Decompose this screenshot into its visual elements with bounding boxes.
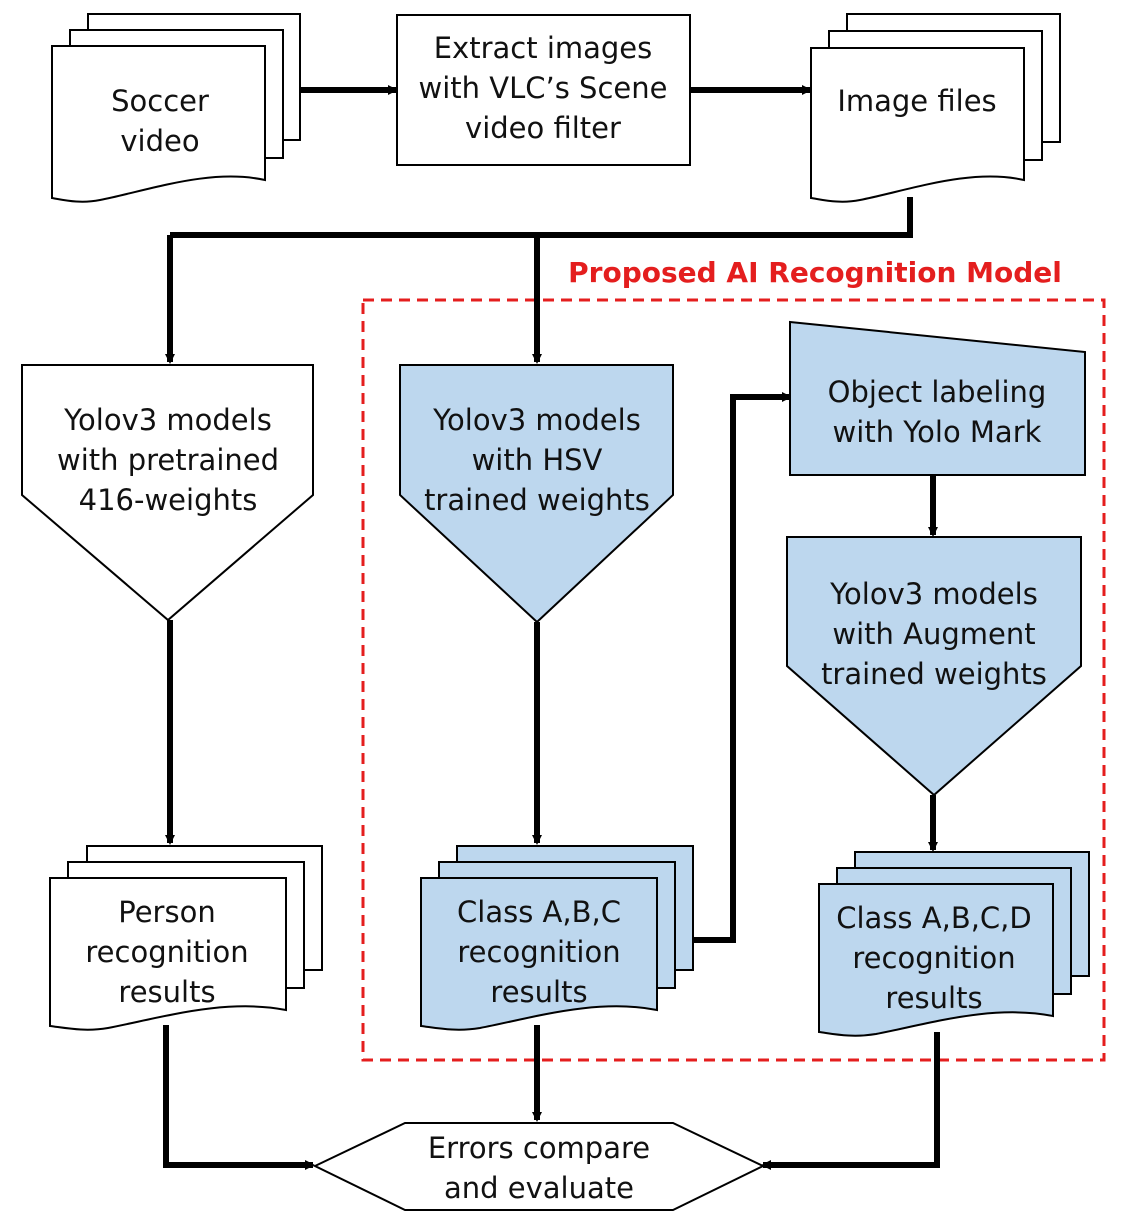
manual-input-shape (789, 320, 1086, 476)
proposed-model-region (361, 298, 1106, 1062)
arrow-classabcd-to-errors (761, 1032, 940, 1170)
class-abcd-results-node: Class A,B,C,D recognition results (818, 851, 1090, 1037)
yolo-hsv-line-1: Yolov3 models (432, 403, 641, 437)
class-abcd-results-line-2: recognition (852, 941, 1015, 975)
hexagon-shape (312, 1122, 766, 1211)
image-files-node: Image files (810, 13, 1061, 203)
connectors (163, 85, 940, 1170)
yolo-pretrained-node: Yolov3 models with pretrained 416-weight… (21, 364, 314, 622)
pentagon-shape (399, 364, 674, 624)
errors-compare-node: Errors compare and evaluate (312, 1122, 766, 1211)
class-abcd-results-line-3: results (885, 981, 982, 1015)
doc-layer-front (420, 877, 658, 1031)
errors-compare-line-1: Errors compare (428, 1131, 650, 1165)
yolo-pretrained-line-1: Yolov3 models (63, 403, 272, 437)
pentagon-shape (21, 364, 314, 622)
person-results-line-2: recognition (85, 935, 248, 969)
soccer-video-node: Soccer video (51, 13, 301, 203)
yolo-pretrained-line-2: with pretrained (57, 443, 279, 477)
class-abc-results-line-2: recognition (457, 935, 620, 969)
proposed-model-title: Proposed AI Recognition Model (568, 256, 1062, 289)
image-files-line-1: Image files (837, 84, 996, 118)
extract-images-node: Extract images with VLC’s Scene video fi… (396, 14, 691, 166)
yolo-hsv-node: Yolov3 models with HSV trained weights (399, 364, 674, 624)
extract-images-line-3: video filter (465, 111, 621, 145)
soccer-video-line-1: Soccer (111, 84, 209, 118)
doc-layer-front (810, 47, 1025, 203)
yolo-augment-line-3: trained weights (821, 657, 1047, 691)
class-abcd-results-line-1: Class A,B,C,D (836, 901, 1031, 935)
person-results-node: Person recognition results (49, 845, 323, 1031)
doc-layer-front (51, 45, 266, 203)
pentagon-shape (786, 536, 1082, 797)
person-results-line-3: results (118, 975, 215, 1009)
extract-images-box (396, 14, 691, 166)
person-results-line-1: Person (118, 895, 215, 929)
object-labeling-line-1: Object labeling (828, 375, 1047, 409)
soccer-video-line-2: video (120, 124, 199, 158)
arrow-person-to-errors (163, 1025, 315, 1170)
extract-images-line-2: with VLC’s Scene (419, 71, 668, 105)
class-abc-results-line-3: results (490, 975, 587, 1009)
errors-compare-line-2: and evaluate (444, 1171, 634, 1205)
class-abc-results-line-1: Class A,B,C (457, 895, 621, 929)
yolo-augment-line-1: Yolov3 models (829, 577, 1038, 611)
extract-images-line-1: Extract images (434, 31, 653, 65)
arrow-classabc-to-labeling (693, 392, 792, 943)
yolo-pretrained-line-3: 416-weights (79, 483, 258, 517)
object-labeling-node: Object labeling with Yolo Mark (789, 320, 1086, 476)
line-images-split (170, 197, 913, 238)
yolo-augment-line-2: with Augment (832, 617, 1035, 651)
yolo-hsv-line-2: with HSV (472, 443, 603, 477)
yolo-hsv-line-3: trained weights (424, 483, 650, 517)
doc-layer-front (818, 883, 1054, 1037)
doc-layer-front (49, 877, 287, 1031)
object-labeling-line-2: with Yolo Mark (833, 415, 1042, 449)
class-abc-results-node: Class A,B,C recognition results (420, 845, 694, 1031)
yolo-augment-node: Yolov3 models with Augment trained weigh… (786, 536, 1082, 797)
